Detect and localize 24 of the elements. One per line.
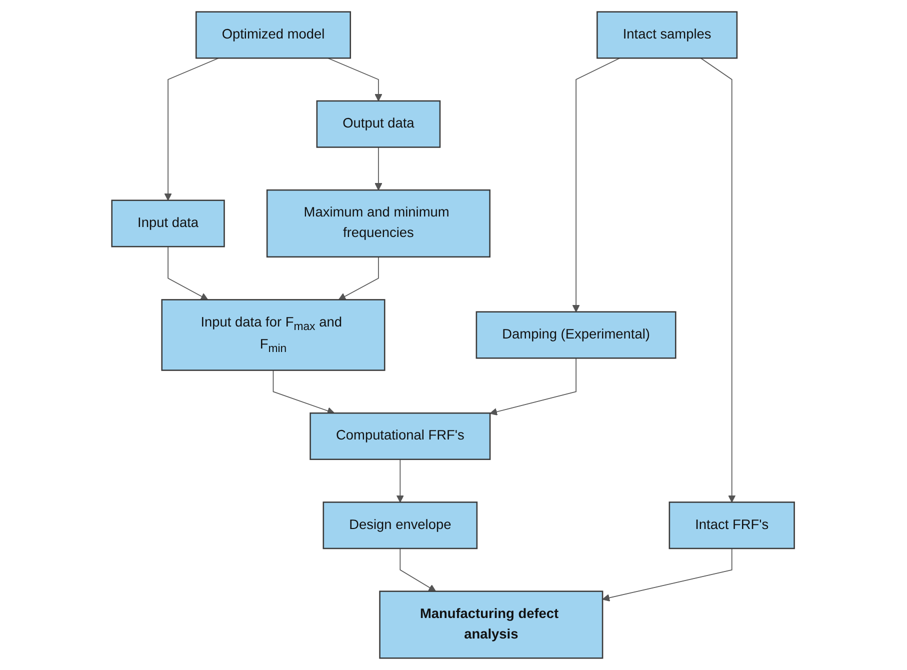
node-box — [380, 590, 604, 659]
arrow — [602, 548, 733, 602]
node-box — [323, 502, 478, 550]
arrow — [164, 58, 220, 201]
node-box — [316, 100, 442, 148]
arrow — [400, 548, 436, 592]
arrow — [572, 58, 621, 312]
node-box — [310, 412, 492, 460]
node-box — [112, 200, 226, 248]
arrow — [168, 246, 209, 300]
node-box — [196, 11, 352, 59]
arrow — [396, 458, 404, 503]
arrow — [490, 358, 577, 416]
arrow — [338, 256, 380, 300]
node-box — [669, 502, 796, 550]
arrow — [328, 58, 383, 102]
arrow — [375, 146, 383, 190]
node-box — [476, 311, 677, 359]
node-box — [162, 299, 386, 371]
arrow — [273, 370, 336, 414]
arrow — [700, 58, 736, 503]
flowchart: Optimized model Intact samples Input data Output data Maximum and minimum frequencies Damping (Experimental) Intact FRF's Input data for F$_{max}$ and F$_{min}$ Computational FRF's Design envelope Manufacturing defect analysis — [105, 5, 802, 665]
node-box — [266, 189, 491, 258]
node-box — [596, 11, 738, 59]
